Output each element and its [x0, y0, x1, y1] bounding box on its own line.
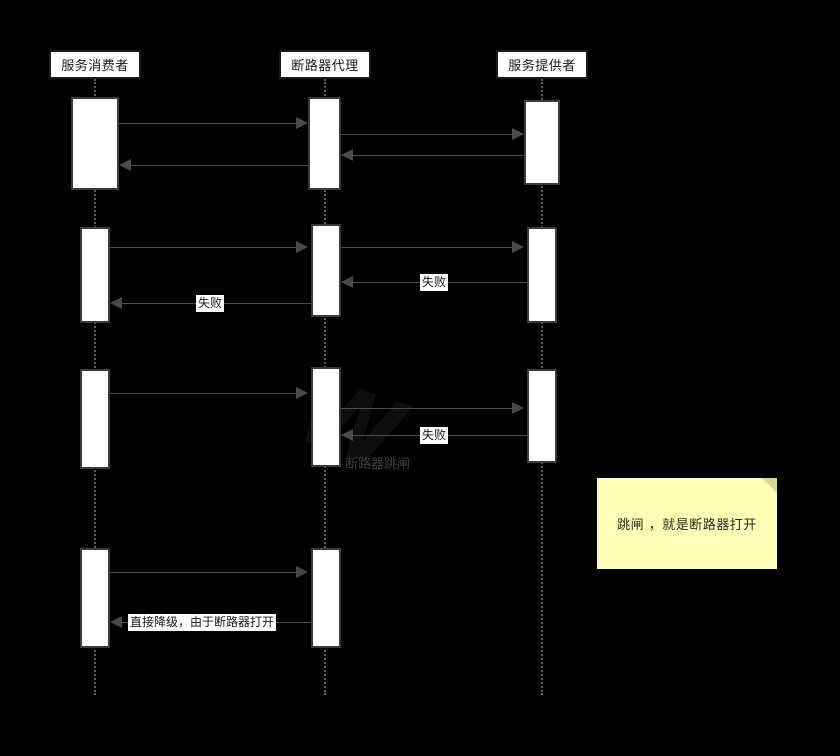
message-line [131, 165, 308, 166]
message-line [353, 155, 524, 156]
message-label: 直接降级，由于断路器打开 [128, 614, 277, 631]
activation-bar-provider-2 [527, 227, 557, 323]
arrow-head-right-icon [512, 241, 524, 253]
message-line [341, 408, 512, 409]
message-label: 失败 [420, 427, 449, 444]
message-line [341, 247, 512, 248]
arrow-head-left-icon [110, 297, 122, 309]
participant-label: 断路器代理 [291, 59, 359, 74]
arrow-head-left-icon [341, 149, 353, 161]
breaker-trip-note: 断路器跳闸 [345, 457, 411, 472]
message-line [110, 393, 299, 394]
activation-bar-proxy-3 [311, 367, 341, 467]
activation-bar-consumer-1 [71, 97, 119, 190]
sticky-note-fold-icon [762, 478, 777, 493]
arrow-head-right-icon [512, 402, 524, 414]
arrow-head-left-icon [341, 276, 353, 288]
arrow-head-left-icon [110, 616, 122, 628]
message-line [341, 134, 512, 135]
activation-bar-proxy-1 [308, 97, 341, 190]
message-line [110, 572, 299, 573]
activation-bar-provider-1 [524, 100, 560, 185]
message-line [119, 123, 299, 124]
arrow-head-right-icon [512, 128, 524, 140]
sticky-note: 跳闸 ，就是断路器打开 [597, 478, 777, 569]
participant-header-proxy[interactable]: 断路器代理 [279, 50, 371, 79]
arrow-head-left-icon [119, 159, 131, 171]
activation-bar-proxy-2 [311, 224, 341, 317]
activation-bar-consumer-4 [80, 548, 110, 648]
sticky-note-text: 跳闸 ，就是断路器打开 [617, 518, 757, 533]
activation-bar-consumer-3 [80, 369, 110, 469]
participant-label: 服务消费者 [61, 59, 129, 74]
arrow-head-left-icon [341, 429, 353, 441]
message-line [110, 247, 299, 248]
arrow-head-right-icon [296, 117, 308, 129]
activation-bar-proxy-4 [311, 548, 341, 648]
message-label: 失败 [196, 295, 225, 312]
participant-label: 服务提供者 [508, 59, 576, 74]
participant-header-provider[interactable]: 服务提供者 [496, 50, 588, 79]
activation-bar-consumer-2 [80, 227, 110, 323]
participant-header-consumer[interactable]: 服务消费者 [49, 50, 141, 79]
activation-bar-provider-3 [527, 369, 557, 463]
message-label: 失败 [420, 274, 449, 291]
arrow-head-right-icon [296, 566, 308, 578]
arrow-head-right-icon [296, 387, 308, 399]
arrow-head-right-icon [296, 241, 308, 253]
